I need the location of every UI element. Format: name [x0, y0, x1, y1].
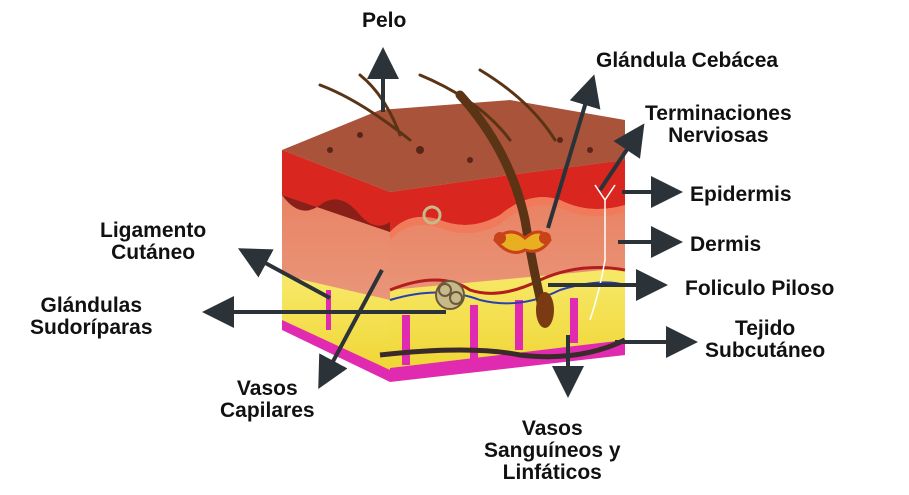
hair-follicle-bulb	[536, 292, 554, 328]
label-glandula-cebacea: Glándula Cebácea	[596, 50, 778, 72]
label-glandulas-sudoriparas: Glándulas Sudoríparas	[30, 295, 153, 339]
label-tejido-subcutaneo: Tejido Subcutáneo	[705, 318, 825, 362]
label-ligamento-cutaneo: Ligamento Cutáneo	[100, 220, 206, 264]
label-vasos-capilares: Vasos Capilares	[220, 378, 315, 422]
front-face	[380, 160, 625, 382]
label-terminaciones-nerviosas: Terminaciones Nerviosas	[645, 103, 792, 147]
label-vasos-sanguineos-linfaticos: Vasos Sanguíneos y Linfáticos	[484, 418, 621, 484]
label-foliculo-piloso: Foliculo Piloso	[685, 278, 834, 300]
label-epidermis: Epidermis	[690, 184, 792, 206]
label-pelo: Pelo	[362, 10, 406, 32]
label-dermis: Dermis	[690, 234, 761, 256]
